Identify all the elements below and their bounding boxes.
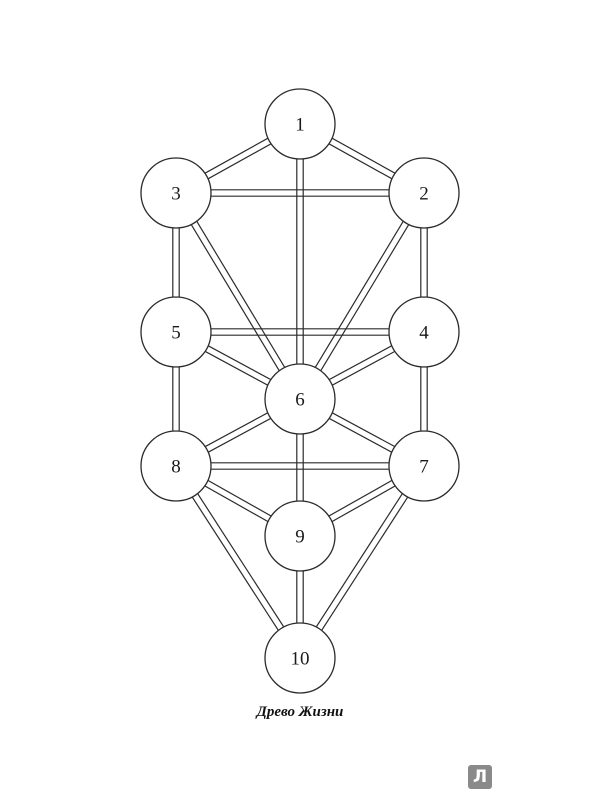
path-8-10 [172, 463, 304, 661]
node-circle [388, 296, 460, 368]
node-circle [264, 622, 336, 694]
node-circle [140, 430, 212, 502]
node-label: 1 [295, 115, 305, 136]
path-line [178, 463, 304, 657]
path-line [178, 191, 304, 398]
path-2-3 [176, 189, 424, 197]
sephirah-node-1: 1 [264, 88, 336, 160]
sephirah-node-5: 5 [140, 296, 212, 368]
node-label: 9 [295, 527, 305, 548]
path-line [172, 194, 298, 401]
node-label: 8 [171, 457, 181, 478]
node-label: 10 [291, 649, 310, 670]
node-label: 2 [419, 184, 429, 205]
path-line [296, 463, 422, 657]
nodes-layer: 1 2 3 4 5 6 7 8 9 10 [140, 88, 460, 694]
path-1-6 [296, 124, 304, 399]
path-2-6 [296, 191, 428, 401]
node-circle [140, 157, 212, 229]
diagram-caption: Древо Жизни [256, 704, 344, 720]
node-circle [264, 500, 336, 572]
sephirah-node-7: 7 [388, 430, 460, 502]
tree-of-life-diagram: 1 2 3 4 5 6 7 8 9 10 [140, 88, 460, 694]
node-label: 5 [171, 323, 181, 344]
node-circle [264, 88, 336, 160]
path-line [296, 191, 422, 398]
node-label: 7 [419, 457, 429, 478]
node-circle [264, 363, 336, 435]
sephirah-node-9: 9 [264, 500, 336, 572]
node-circle [388, 157, 460, 229]
sephirah-node-2: 2 [388, 157, 460, 229]
node-circle [388, 430, 460, 502]
node-label: 6 [295, 390, 305, 411]
sephirah-node-8: 8 [140, 430, 212, 502]
sephirah-node-3: 3 [140, 157, 212, 229]
path-line [302, 467, 428, 661]
sephirah-node-4: 4 [388, 296, 460, 368]
sephirah-node-6: 6 [264, 363, 336, 435]
sephirah-node-10: 10 [264, 622, 336, 694]
node-label: 4 [419, 323, 429, 344]
publisher-logo: Л [468, 765, 492, 789]
path-line [172, 467, 298, 661]
path-4-5 [176, 328, 424, 336]
path-7-8 [176, 462, 424, 470]
path-7-10 [296, 463, 428, 661]
path-line [302, 194, 428, 401]
node-circle [140, 296, 212, 368]
node-label: 3 [171, 184, 181, 205]
path-3-6 [172, 191, 304, 401]
